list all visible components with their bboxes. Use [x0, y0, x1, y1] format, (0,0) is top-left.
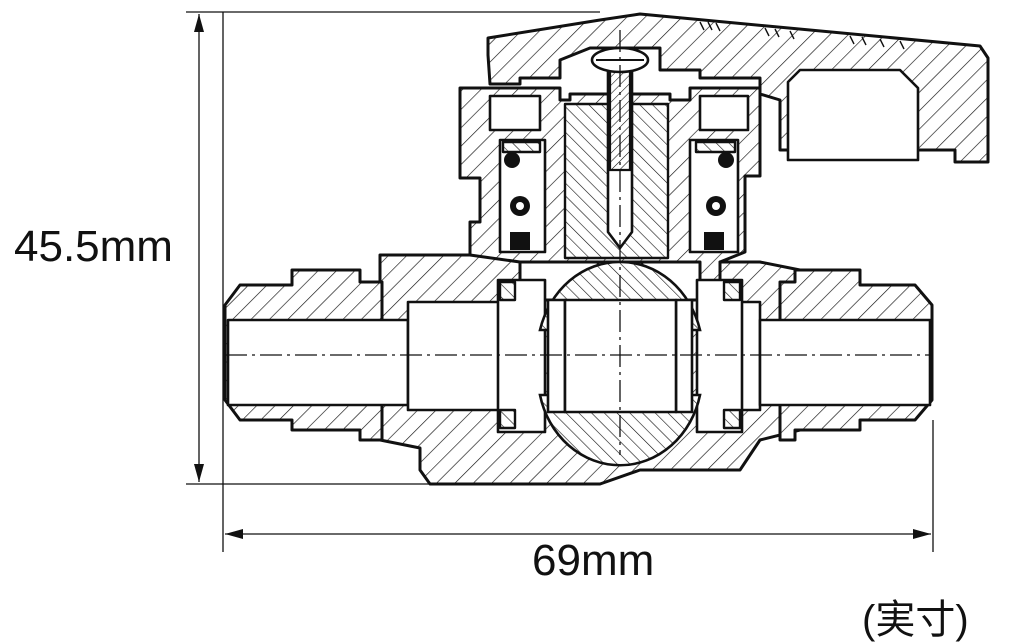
o-rings — [501, 140, 737, 250]
valve-handle — [486, 12, 990, 164]
actual-size-note: (実寸) — [862, 598, 969, 642]
height-dimension — [186, 11, 600, 485]
center-lines — [225, 30, 932, 455]
width-dimension-label: 69mm — [532, 536, 654, 585]
height-dimension-label: 45.5mm — [14, 222, 173, 271]
width-dimension — [222, 12, 934, 552]
